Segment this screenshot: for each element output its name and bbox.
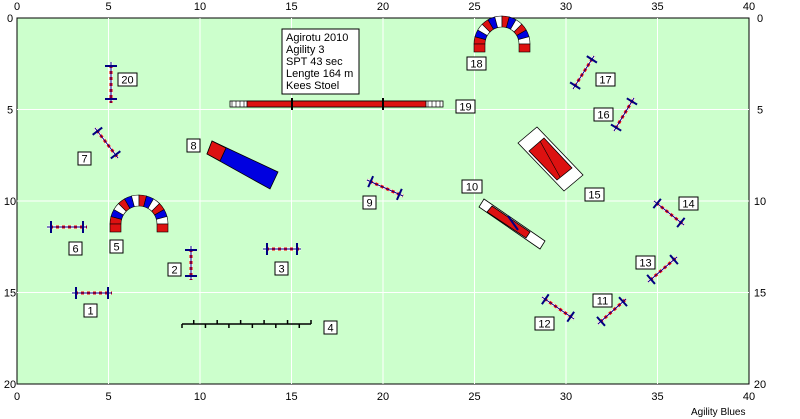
jump-icon [596,296,628,327]
svg-text:15: 15 [588,190,600,202]
svg-text:5: 5 [113,242,119,254]
a-frame-icon [517,126,584,192]
y-tick-label-right: 10 [754,196,766,208]
jump-icon [610,97,638,132]
y-tick-label-right: 15 [754,288,766,300]
jump-icon [652,198,686,228]
jump-icon [263,243,301,255]
jump-icon [366,175,404,201]
tyre-arch-icon [473,15,531,53]
x-tick-label-top: 15 [285,1,297,13]
svg-text:12: 12 [538,319,550,331]
x-tick-label-bottom: 35 [651,391,663,403]
x-tick-label-top: 10 [194,1,206,13]
svg-text:8: 8 [190,141,196,153]
weave-poles-icon [181,320,312,328]
y-tick-label-right: 20 [754,379,766,391]
info-line-spt: SPT 43 sec [286,56,343,68]
x-tick-label-top: 25 [468,1,480,13]
jump-icon [646,254,679,285]
x-tick-label-bottom: 30 [560,391,572,403]
obstacle-number-20: 20 [117,72,138,87]
svg-text:17: 17 [599,75,611,87]
x-tick-label-bottom: 15 [285,391,297,403]
svg-text:11: 11 [597,296,608,308]
x-tick-label-top: 40 [743,1,755,13]
tunnel-icon [206,140,279,190]
obstacle-number-16: 16 [593,107,614,122]
obstacle-number-4: 4 [323,320,338,335]
brand-label: Agility Blues [691,407,745,418]
obstacle-number-1: 1 [83,303,98,318]
svg-text:2: 2 [171,265,177,277]
obstacle-number-6: 6 [68,241,83,256]
x-tick-label-top: 30 [560,1,572,13]
info-line-class: Agility 3 [286,44,325,56]
y-tick-label-left: 15 [4,288,16,300]
info-line-title: Agirotu 2010 [286,32,348,44]
jump-icon [72,287,112,299]
seesaw-icon [478,198,546,250]
jump-icon [569,55,598,90]
obstacle-number-3: 3 [274,261,289,276]
svg-text:7: 7 [81,154,87,166]
jump-icon [185,246,197,280]
svg-text:1: 1 [87,306,93,318]
obstacle-number-9: 9 [362,195,377,210]
svg-text:3: 3 [278,264,284,276]
jump-icon [541,293,575,323]
y-tick-label-right: 0 [757,13,763,25]
jump-icon [105,62,117,103]
obstacle-number-19: 19 [455,99,476,114]
obstacle-layer [47,15,686,328]
obstacle-number-2: 2 [167,262,182,277]
dog-walk-icon [229,98,444,110]
y-tick-label-left: 5 [7,105,13,117]
svg-text:10: 10 [466,182,478,194]
x-tick-label-bottom: 0 [14,391,20,403]
obstacle-number-14: 14 [678,196,699,211]
x-tick-label-bottom: 40 [743,391,755,403]
x-tick-label-top: 35 [651,1,663,13]
info-line-length: Lengte 164 m [286,68,353,80]
obstacle-number-13: 13 [635,255,656,270]
svg-text:14: 14 [682,199,694,211]
jump-icon [92,126,121,160]
y-tick-label-left: 20 [4,379,16,391]
svg-text:6: 6 [72,244,78,256]
svg-text:4: 4 [327,323,333,335]
jump-icon [47,221,87,233]
obstacle-number-15: 15 [584,187,605,202]
x-tick-label-top: 5 [105,1,111,13]
obstacle-number-7: 7 [77,151,92,166]
y-tick-label-right: 5 [757,105,763,117]
svg-text:9: 9 [366,198,372,210]
course-info-box: Agirotu 2010 Agility 3 SPT 43 sec Lengte… [281,28,360,95]
svg-text:16: 16 [597,110,609,122]
obstacle-number-10: 10 [461,179,483,194]
y-tick-label-left: 0 [7,13,13,25]
obstacle-number-11: 11 [592,293,613,308]
obstacle-number-18: 18 [466,56,487,71]
svg-text:19: 19 [459,102,471,114]
obstacle-number-5: 5 [109,239,124,254]
obstacle-number-17: 17 [595,72,616,87]
x-tick-label-top: 0 [14,1,20,13]
svg-text:18: 18 [470,59,482,71]
obstacle-number-8: 8 [186,138,201,153]
svg-text:20: 20 [121,75,133,87]
x-tick-label-bottom: 5 [105,391,111,403]
x-tick-label-bottom: 20 [377,391,389,403]
obstacle-number-12: 12 [534,316,555,331]
y-tick-label-left: 10 [4,196,16,208]
x-tick-label-bottom: 25 [468,391,480,403]
x-tick-label-top: 20 [377,1,389,13]
tyre-arch-icon [109,194,169,233]
info-line-judge: Kees Stoel [286,80,339,92]
x-tick-label-bottom: 10 [194,391,206,403]
svg-text:13: 13 [639,258,651,270]
